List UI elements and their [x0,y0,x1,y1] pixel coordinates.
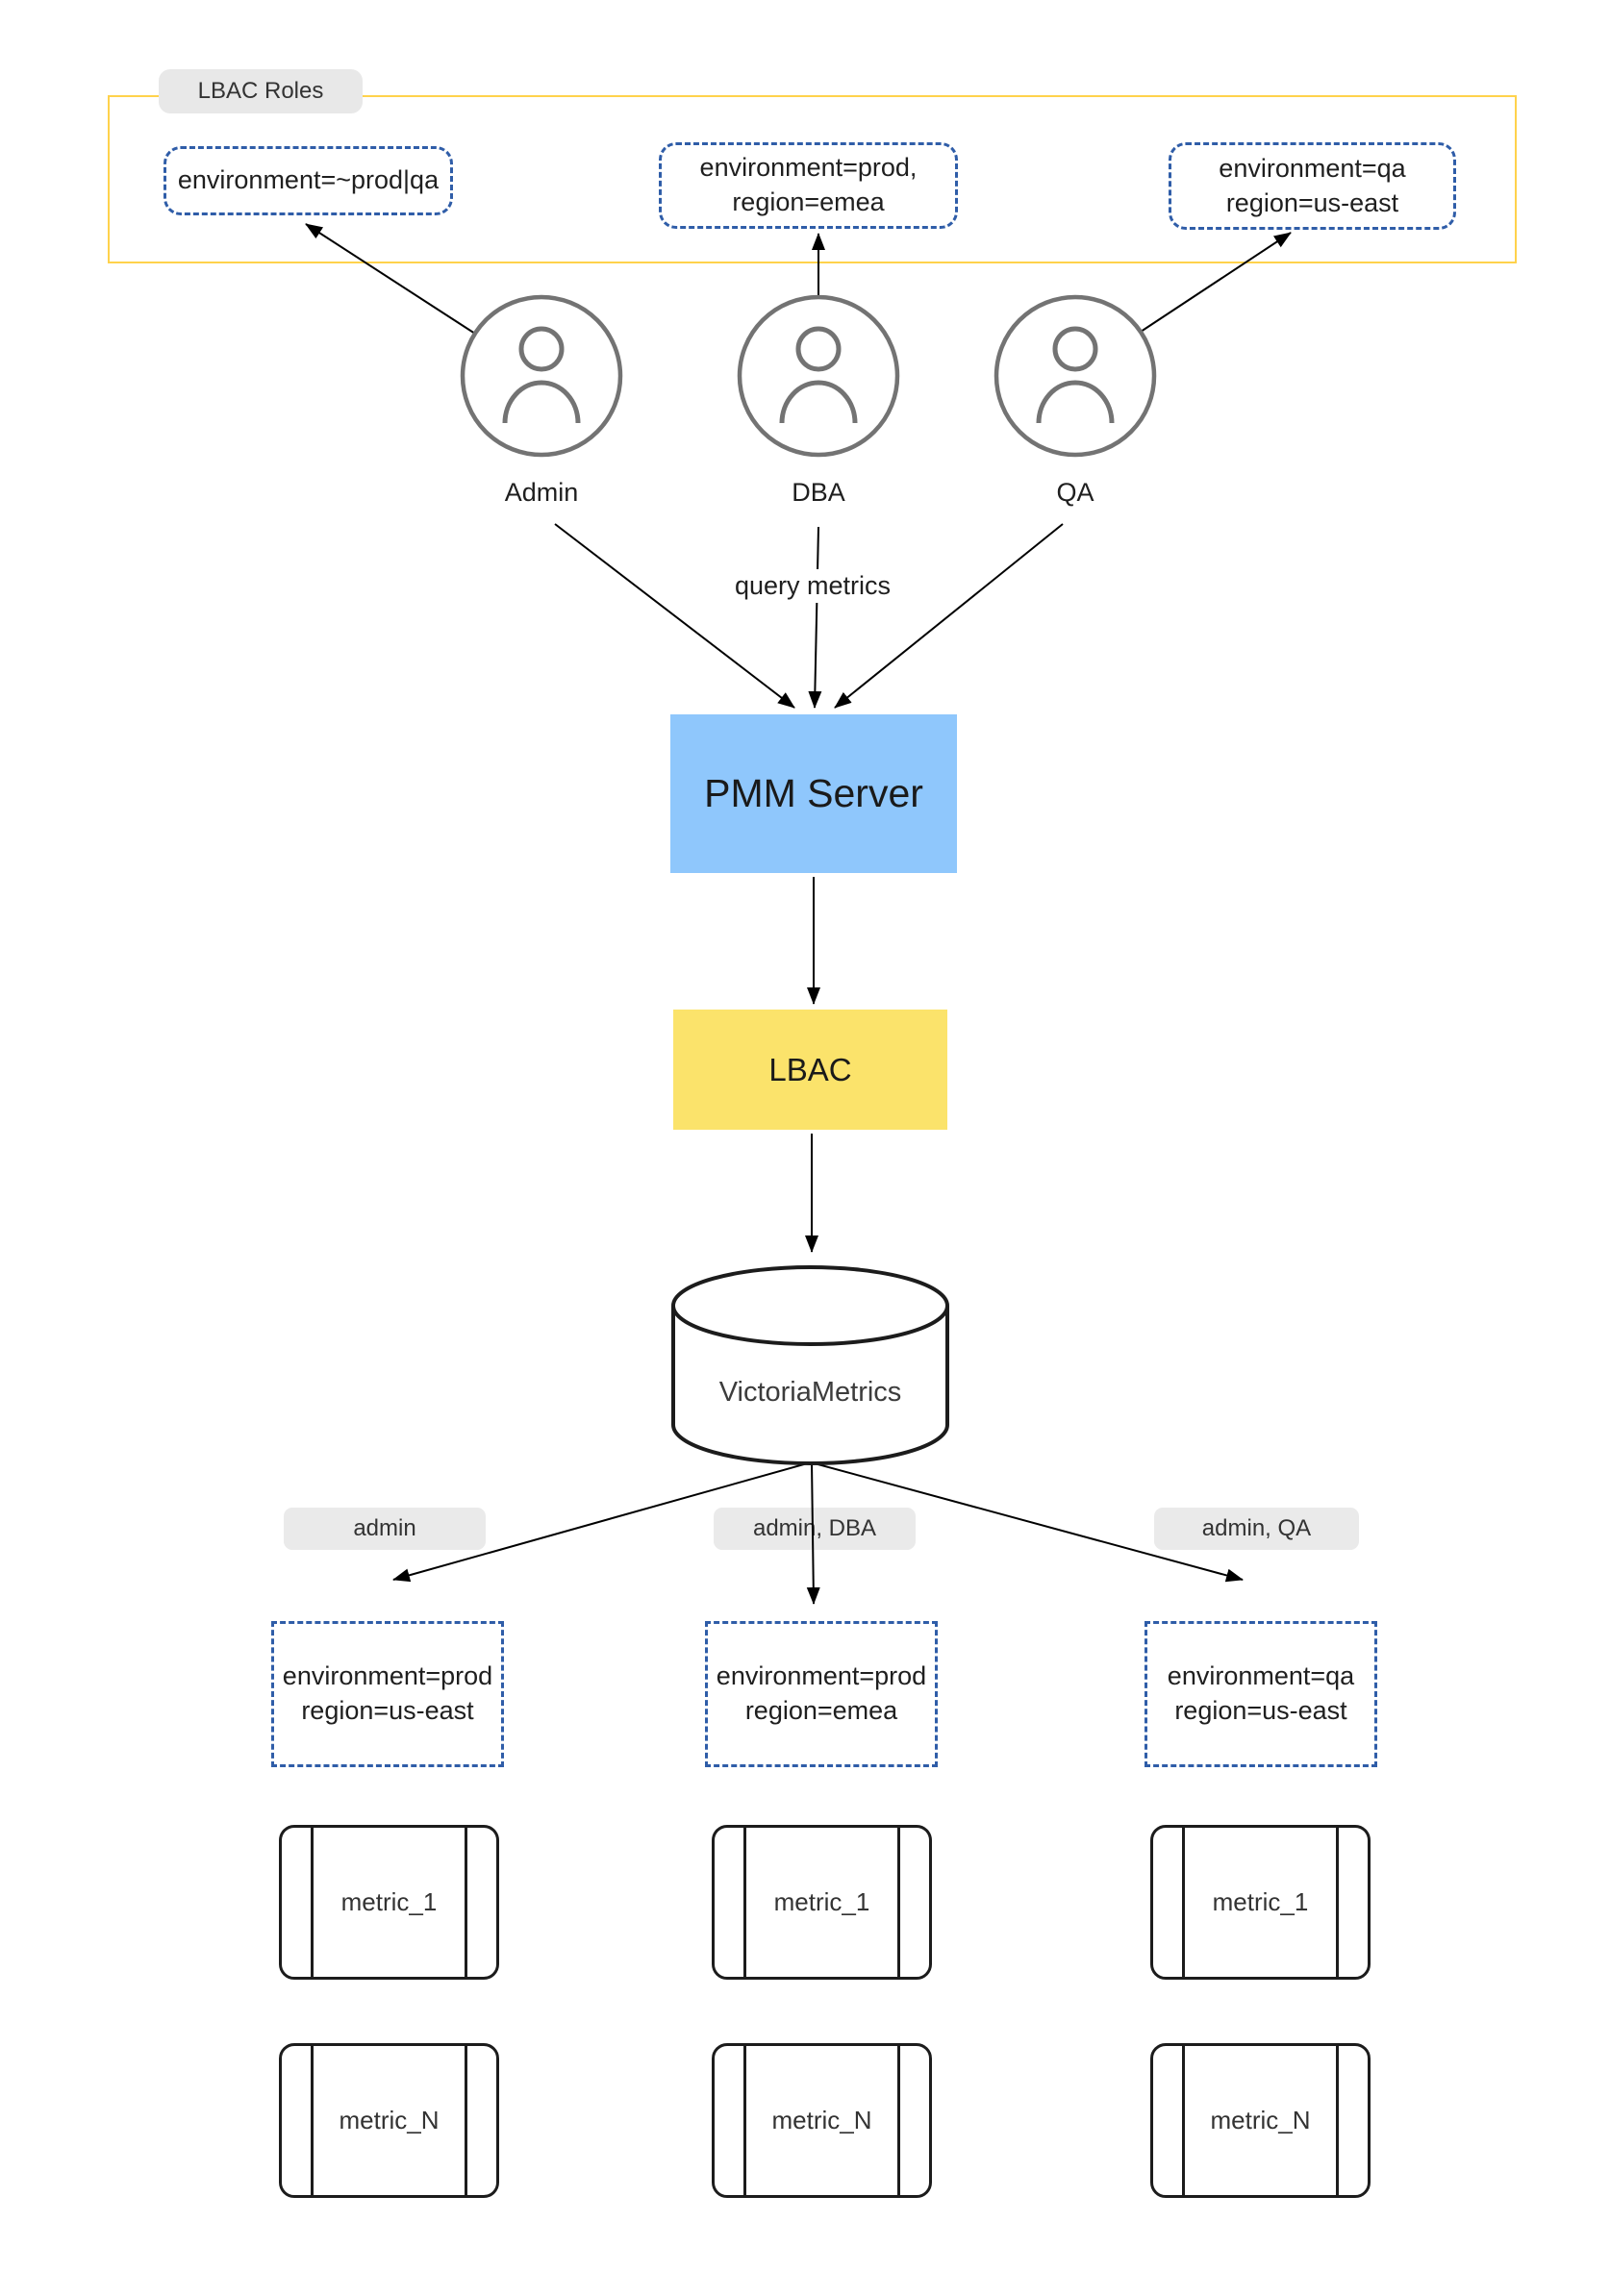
lbac-node: LBAC [673,1010,947,1130]
lbac-roles-group [108,95,1517,263]
metric-card: metric_N [279,2043,499,2198]
metric-card: metric_1 [712,1825,932,1980]
access-badge-admin: admin [284,1508,486,1550]
role-box-qa: environment=qa region=us-east [1169,142,1456,230]
filter-box-prod-emea: environment=prod region=emea [705,1621,938,1767]
access-badge-admin-qa: admin, QA [1154,1508,1359,1550]
filter2-line2: region=emea [744,1696,898,1725]
role-box-admin: environment=~prod|qa [164,146,453,215]
access-badge-admin-dba: admin, DBA [714,1508,916,1550]
query-metrics-edge-label: query metrics [717,569,909,603]
filter-box-prod-us-east: environment=prod region=us-east [271,1621,504,1767]
filter1-line1: environment=prod [282,1661,493,1691]
person-body-icon [779,380,858,424]
user-icon-qa [994,294,1157,458]
metric-card: metric_N [1150,2043,1371,2198]
victoriametrics-label: VictoriaMetrics [718,1377,902,1408]
person-body-icon [502,380,581,424]
lbac-node-label: LBAC [768,1051,852,1087]
metric-card: metric_N [712,2043,932,2198]
role-dba-filter-line2: region=emea [732,187,885,216]
role-box-dba: environment=prod, region=emea [659,142,958,229]
user-label-qa: QA [1056,478,1094,507]
pmm-server-node: PMM Server [670,714,957,873]
lbac-roles-group-title: LBAC Roles [197,78,324,104]
database-cylinder-icon [671,1265,949,1465]
role-qa-filter-line1: environment=qa [1219,153,1406,183]
person-body-icon [1036,380,1115,424]
role-qa-filter-line2: region=us-east [1225,187,1399,217]
filter3-line1: environment=qa [1167,1661,1355,1691]
arrow-qa-to-pmm [834,523,1064,709]
filter3-line2: region=us-east [1174,1696,1347,1725]
filter1-line2: region=us-east [301,1696,474,1725]
user-icon-dba [737,294,900,458]
user-icon-admin [460,294,623,458]
lbac-roles-group-label: LBAC Roles [159,69,363,113]
metric-card: metric_1 [279,1825,499,1980]
role-dba-filter-line1: environment=prod, [699,153,918,183]
user-label-dba: DBA [792,478,845,507]
arrow-dba-to-pmm [808,526,822,709]
person-head-icon [795,326,842,372]
person-head-icon [1052,326,1098,372]
arrow-admin-to-pmm [554,523,795,709]
metric-card: metric_1 [1150,1825,1371,1980]
role-admin-filter: environment=~prod|qa [177,165,440,195]
filter-box-qa-us-east: environment=qa region=us-east [1145,1621,1377,1767]
user-label-admin: Admin [504,478,579,507]
pmm-server-label: PMM Server [704,771,923,815]
person-head-icon [518,326,565,372]
filter2-line1: environment=prod [716,1661,927,1691]
